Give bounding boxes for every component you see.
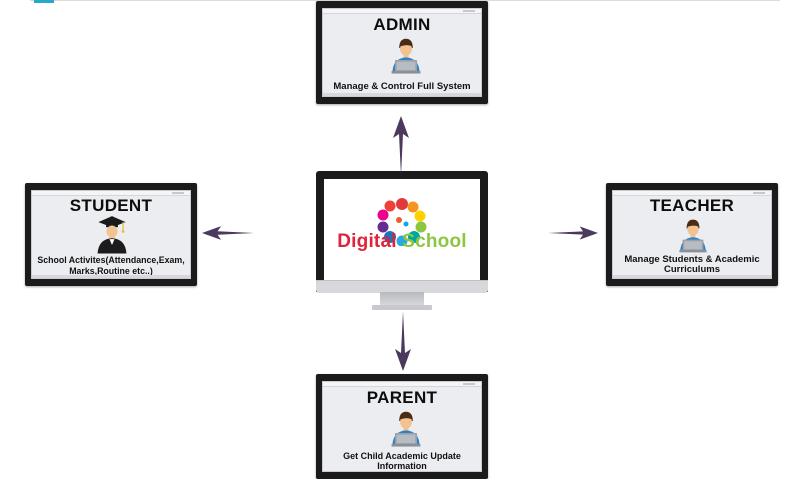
window-bar [32, 191, 190, 196]
top-divider [30, 0, 780, 1]
top-accent-tab [34, 0, 54, 3]
teacher-title: TEACHER [649, 196, 735, 215]
person-laptop-icon [389, 34, 423, 74]
student-description-line-1: School Activites(Attendance,Exam, [37, 255, 185, 265]
teacher-screen: TEACHER Manage Students & Academic Curri… [612, 190, 772, 279]
student-description-line-2: Marks,Routine etc..) [69, 266, 153, 276]
digital-school-monitor[interactable] [316, 171, 488, 292]
window-footer [613, 275, 771, 278]
window-bar [323, 382, 481, 387]
window-bar [323, 9, 481, 14]
brand-word-school: School [402, 231, 467, 252]
window-bar [613, 191, 771, 196]
arrow-down-to-parent [393, 311, 413, 371]
parent-screen: PARENT Get Child Academic Update Informa… [322, 381, 482, 472]
teacher-description-line-1: Manage Students & Academic [624, 254, 760, 265]
admin-title: ADMIN [373, 15, 431, 34]
digital-school-logo-icon [377, 198, 427, 246]
arrow-right-to-teacher [548, 223, 598, 243]
parent-description-line-2: Information [377, 461, 427, 471]
student-title: STUDENT [69, 196, 153, 215]
window-footer [323, 93, 481, 96]
arrow-left-to-student [202, 223, 254, 243]
digital-school-brand: Digital School [316, 231, 488, 253]
admin-description: Manage & Control Full System [333, 81, 471, 92]
person-laptop-icon [677, 215, 709, 253]
teacher-description-line-2: Curriculums [664, 264, 720, 275]
monitor-stand-neck [380, 292, 424, 306]
parent-monitor[interactable]: PARENT Get Child Academic Update Informa… [316, 374, 488, 479]
monitor-chin [316, 280, 488, 293]
admin-screen: ADMIN Manage & Control Full System [322, 8, 482, 97]
student-screen: STUDENT School Activites(Attendance,Exam… [31, 190, 191, 279]
parent-title: PARENT [366, 388, 438, 407]
parent-description-line-1: Get Child Academic Update [343, 451, 461, 461]
person-laptop-icon [389, 407, 423, 447]
arrow-up-to-admin [391, 116, 411, 176]
student-monitor[interactable]: STUDENT School Activites(Attendance,Exam… [25, 183, 197, 286]
monitor-stand-foot [372, 305, 432, 310]
window-footer [32, 275, 190, 278]
admin-monitor[interactable]: ADMIN Manage & Control Full System [316, 1, 488, 104]
teacher-monitor[interactable]: TEACHER Manage Students & Academic Curri… [606, 183, 778, 286]
graduate-icon [95, 214, 129, 254]
digital-school-screen [324, 179, 480, 284]
brand-word-digital: Digital [337, 231, 397, 252]
